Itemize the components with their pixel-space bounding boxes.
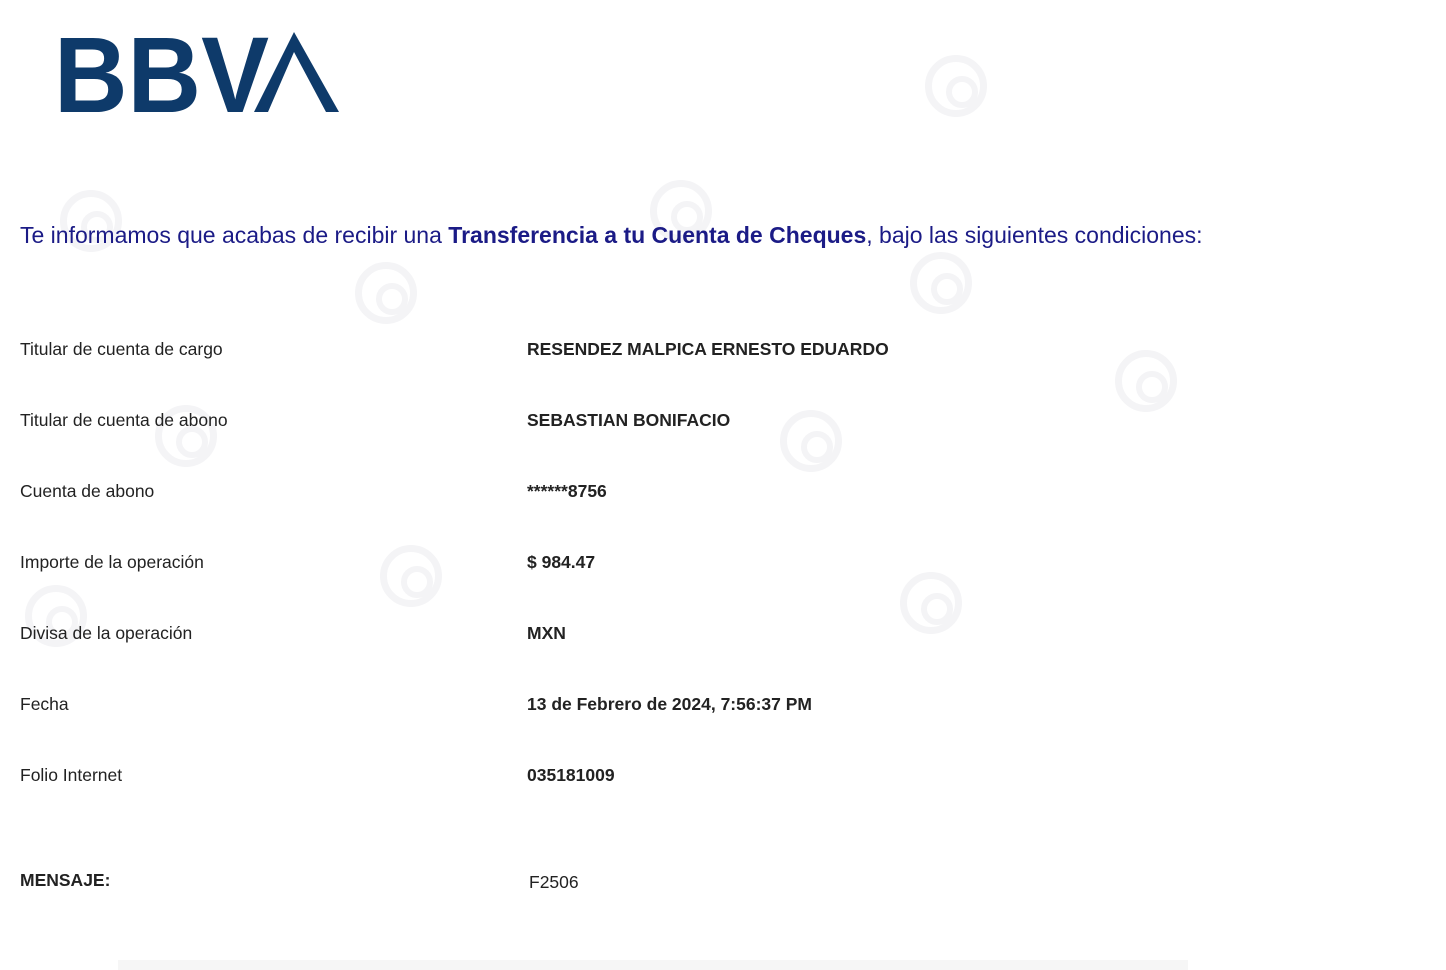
intro-prefix: Te informamos que acabas de recibir una (20, 222, 449, 248)
detail-value: 035181009 (527, 765, 615, 785)
detail-label: Importe de la operación (20, 552, 204, 572)
svg-text:BBV: BBV (54, 26, 269, 118)
detail-row-titular-cargo: Titular de cuenta de cargo RESENDEZ MALP… (20, 339, 1220, 363)
detail-row-folio: Folio Internet 035181009 (20, 765, 1220, 789)
detail-value: RESENDEZ MALPICA ERNESTO EDUARDO (527, 339, 889, 359)
detail-value: $ 984.47 (527, 552, 596, 572)
intro-highlight: Transferencia a tu Cuenta de Cheques (448, 222, 867, 248)
message-row: MENSAJE: F2506 (20, 870, 720, 896)
detail-row-cuenta-abono: Cuenta de abono ******8756 (20, 481, 1220, 505)
detail-row-titular-abono: Titular de cuenta de abono SEBASTIAN BON… (20, 410, 1220, 434)
detail-value: MXN (527, 623, 566, 643)
detail-value: ******8756 (527, 481, 607, 501)
footer-divider (118, 960, 1188, 970)
detail-label: Cuenta de abono (20, 481, 155, 501)
detail-value: 13 de Febrero de 2024, 7:56:37 PM (527, 694, 812, 714)
intro-suffix: , bajo las siguientes condiciones: (866, 222, 1203, 248)
message-label: MENSAJE: (20, 870, 111, 890)
watermark-at-icon (910, 252, 972, 314)
detail-label: Fecha (20, 694, 69, 714)
watermark-at-icon (925, 55, 987, 117)
detail-label: Folio Internet (20, 765, 123, 785)
detail-label: Divisa de la operación (20, 623, 193, 643)
message-value: F2506 (529, 872, 579, 892)
detail-label: Titular de cuenta de abono (20, 410, 228, 430)
detail-row-divisa: Divisa de la operación MXN (20, 623, 1220, 647)
detail-row-importe: Importe de la operación $ 984.47 (20, 552, 1220, 576)
watermark-at-icon (355, 262, 417, 324)
detail-row-fecha: Fecha 13 de Febrero de 2024, 7:56:37 PM (20, 694, 1220, 718)
detail-label: Titular de cuenta de cargo (20, 339, 223, 359)
intro-text: Te informamos que acabas de recibir una … (20, 222, 1203, 249)
detail-value: SEBASTIAN BONIFACIO (527, 410, 731, 430)
bbva-logo: BBV (54, 26, 339, 118)
